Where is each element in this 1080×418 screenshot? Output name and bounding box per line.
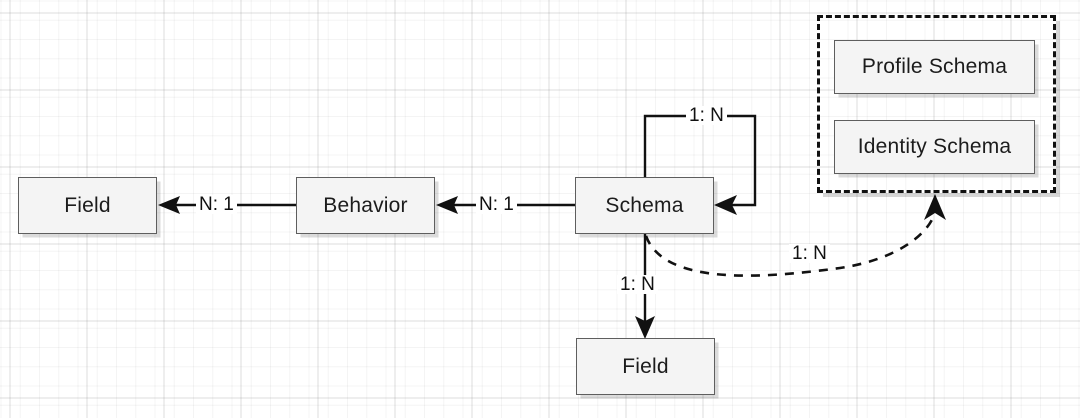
- edge-label-schema-to-behavior: N: 1: [476, 195, 517, 214]
- edge-label-schema-self-loop: 1: N: [686, 106, 727, 125]
- node-label: Schema: [605, 193, 684, 217]
- node-behavior[interactable]: Behavior: [296, 177, 435, 234]
- edge-label-schema-to-schema-types: 1: N: [789, 244, 830, 263]
- schema-types-group[interactable]: [817, 15, 1056, 193]
- node-identity-schema[interactable]: Identity Schema: [834, 120, 1035, 174]
- node-label: Field: [64, 193, 111, 217]
- edge-label-schema-to-field: 1: N: [617, 275, 658, 294]
- node-field-bottom[interactable]: Field: [576, 338, 715, 395]
- node-label: Profile Schema: [861, 55, 1008, 78]
- node-profile-schema[interactable]: Profile Schema: [834, 40, 1035, 94]
- node-schema[interactable]: Schema: [575, 177, 714, 234]
- node-label: Field: [622, 354, 669, 378]
- node-field-left[interactable]: Field: [18, 177, 157, 234]
- node-label: Behavior: [323, 193, 408, 217]
- edge-label-behavior-to-field: N: 1: [196, 195, 237, 214]
- node-label: Identity Schema: [857, 135, 1012, 158]
